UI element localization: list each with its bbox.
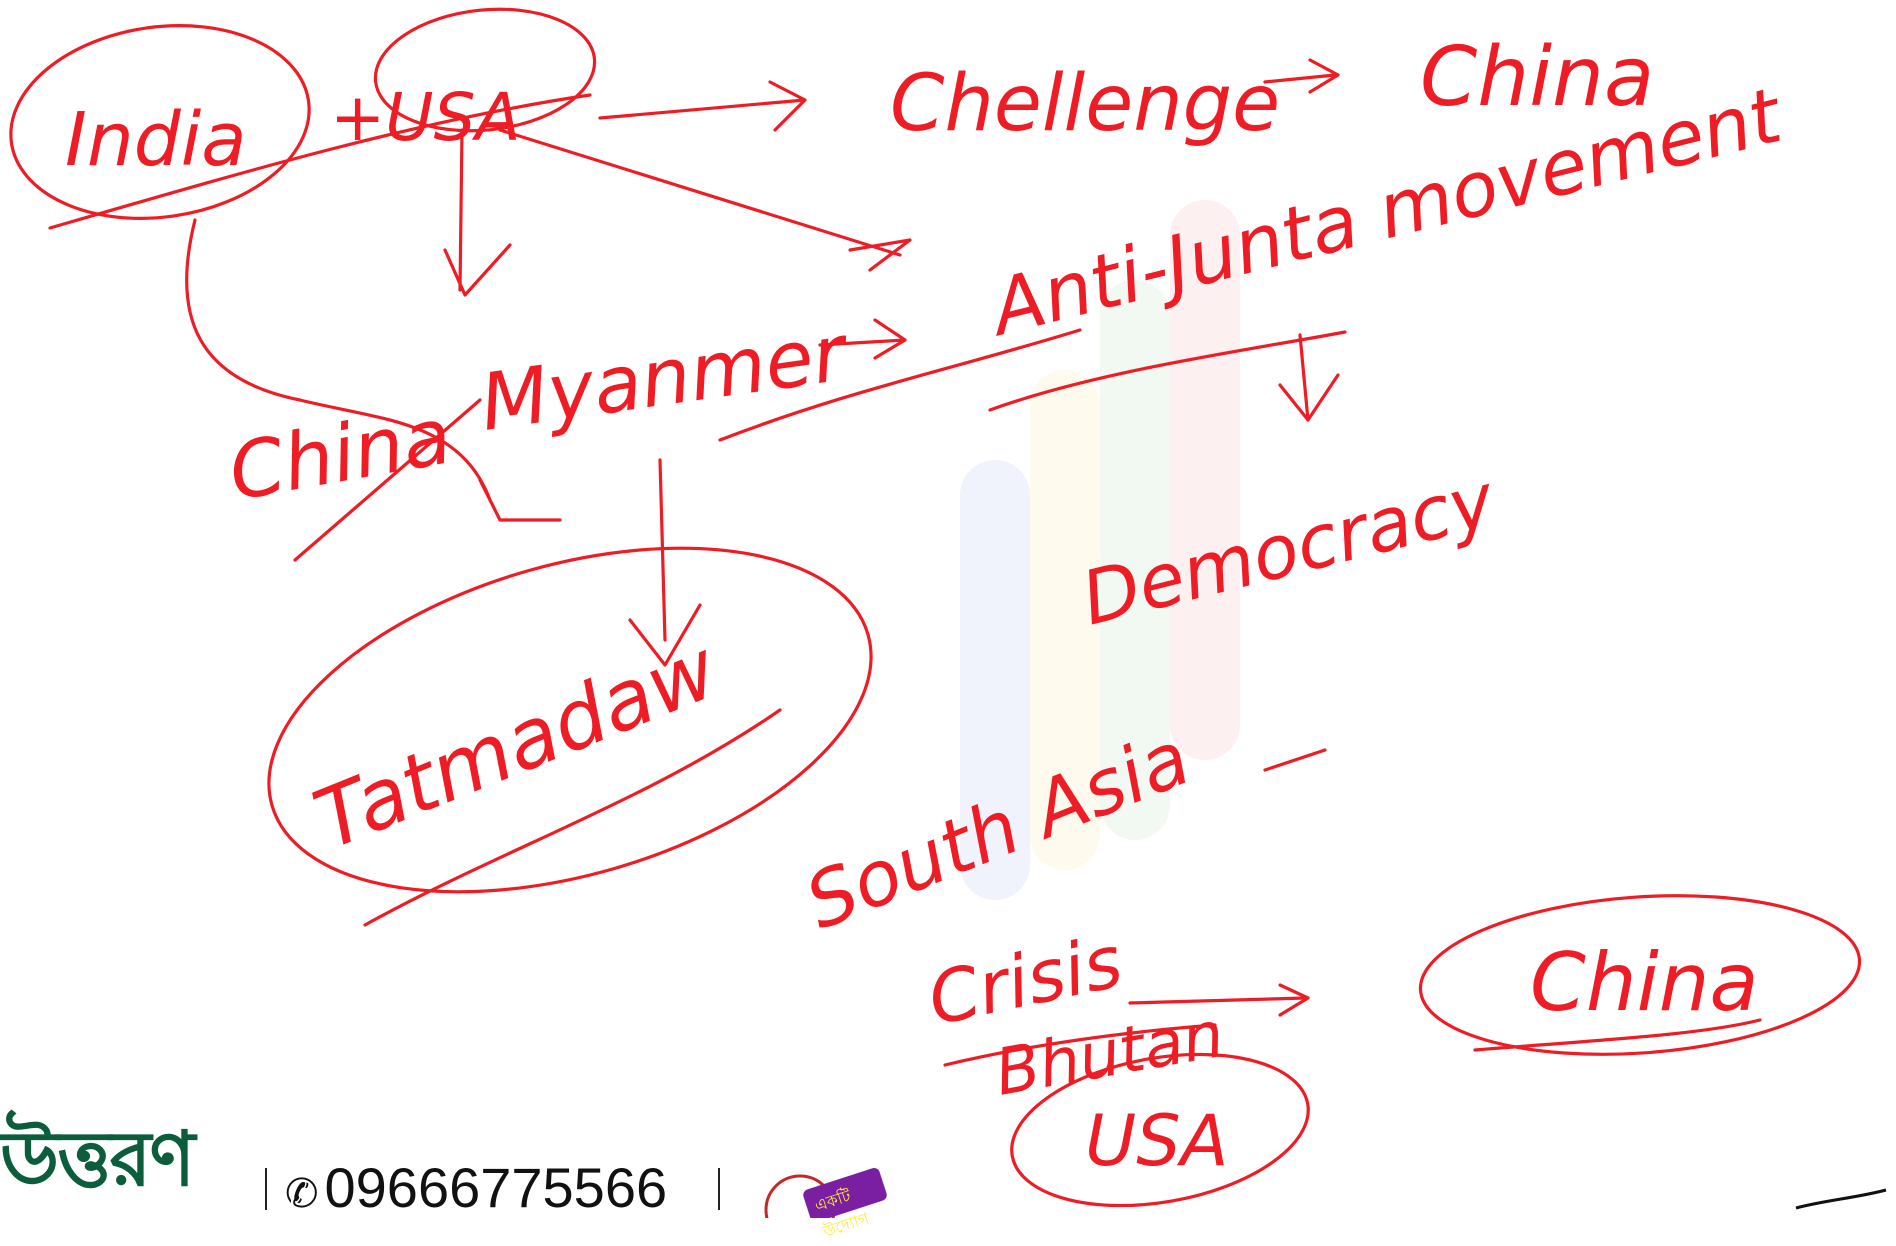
word-china-bottom: China: [1530, 936, 1759, 1029]
word-myanmar: Myanmer: [475, 308, 856, 449]
arrow-myanmar-junta: [818, 318, 907, 360]
arrow-to-democracy: [1278, 333, 1340, 422]
word-challenge: Chellenge: [890, 59, 1280, 149]
arrow-challenge-china: [1263, 58, 1340, 94]
brand-logo-text: উত্তরণ: [0, 1114, 195, 1203]
word-usa-bottom: USA: [1085, 1100, 1229, 1182]
south-asia-dash: [1263, 748, 1327, 772]
india-group: India: [9, 24, 311, 220]
junta-underline: [988, 330, 1347, 412]
footer-bar: উত্তরণ ✆09666775566 একটি উদ্যোগ: [0, 1114, 1896, 1246]
phone-number: ✆09666775566: [285, 1155, 667, 1220]
word-china-top: China: [1420, 30, 1654, 125]
word-democracy: Democracy: [1074, 457, 1504, 643]
footer-divider: [265, 1168, 267, 1210]
china-bottom-group: China: [1418, 894, 1862, 1056]
usa-top-group: +USA: [48, 7, 597, 230]
initiative-badge: একটি উদ্যোগ: [760, 1160, 890, 1246]
arrow-to-junta: [498, 128, 912, 272]
word-india: India: [65, 97, 247, 183]
usa-bottom-group: USA: [1010, 1052, 1310, 1208]
word-usa-top: +USA: [330, 79, 521, 156]
china-strike: [293, 398, 482, 562]
arrow-crisis-china: [1128, 983, 1310, 1017]
india-to-myanmar-curve: [185, 218, 562, 522]
phone-icon: ✆: [285, 1172, 319, 1216]
arrow-down-usa: [443, 128, 512, 297]
word-tatmadaw: Tatmadaw: [302, 622, 731, 869]
word-south-asia: South Asia: [793, 713, 1201, 947]
china-underline: [1473, 1018, 1762, 1052]
corner-logo: [1786, 1180, 1896, 1210]
myanmar-underline: [718, 328, 1082, 442]
phone-text: 09666775566: [324, 1156, 668, 1219]
arrow-to-challenge: [598, 80, 807, 132]
bhutan-strike: [943, 1023, 1217, 1067]
whiteboard-canvas: India +USA Chellenge China Anti-Junta mo…: [9, 7, 1862, 1208]
tatmadaw-underline: [363, 708, 782, 927]
footer-divider: [718, 1168, 720, 1210]
watermark-logo: [960, 200, 1280, 920]
